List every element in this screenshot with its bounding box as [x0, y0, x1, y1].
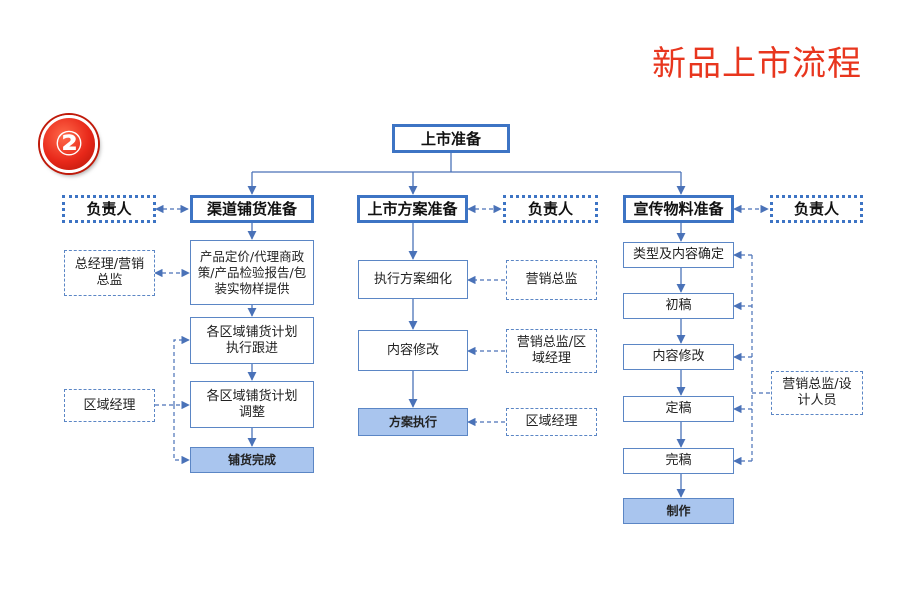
- plan-role-marketing: 营销总监: [506, 260, 597, 300]
- promo-step-draft: 初稿: [623, 293, 734, 319]
- promo-step-complete: 完稿: [623, 448, 734, 474]
- plan-role-marketing-regional: 营销总监/区域经理: [506, 329, 597, 373]
- promo-owner-box: 负责人: [770, 195, 863, 223]
- plan-header: 上市方案准备: [357, 195, 468, 223]
- promo-step-revise: 内容修改: [623, 344, 734, 370]
- page-title: 新品上市流程: [652, 44, 862, 84]
- plan-step-detail: 执行方案细化: [358, 260, 468, 299]
- promo-final: 制作: [623, 498, 734, 524]
- promo-header: 宣传物料准备: [623, 195, 734, 223]
- plan-step-revise: 内容修改: [358, 330, 468, 371]
- channel-step-pricing: 产品定价/代理商政策/产品检验报告/包装实物样提供: [190, 240, 314, 305]
- channel-role-gm: 总经理/营销总监: [64, 250, 155, 296]
- promo-role-marketing-design: 营销总监/设计人员: [771, 371, 863, 415]
- channel-role-regional: 区域经理: [64, 389, 155, 422]
- channel-header: 渠道铺货准备: [190, 195, 314, 223]
- top-node-launch-prep: 上市准备: [392, 124, 510, 153]
- channel-step-plan-adjust: 各区域铺货计划调整: [190, 381, 314, 428]
- promo-step-finalize: 定稿: [623, 396, 734, 422]
- plan-final: 方案执行: [358, 408, 468, 436]
- plan-role-regional: 区域经理: [506, 408, 597, 436]
- promo-step-type: 类型及内容确定: [623, 242, 734, 268]
- channel-step-plan-follow: 各区域铺货计划执行跟进: [190, 317, 314, 364]
- step-number-badge: ②: [40, 115, 98, 173]
- channel-final: 铺货完成: [190, 447, 314, 473]
- channel-owner-box: 负责人: [62, 195, 156, 223]
- plan-owner-box: 负责人: [503, 195, 598, 223]
